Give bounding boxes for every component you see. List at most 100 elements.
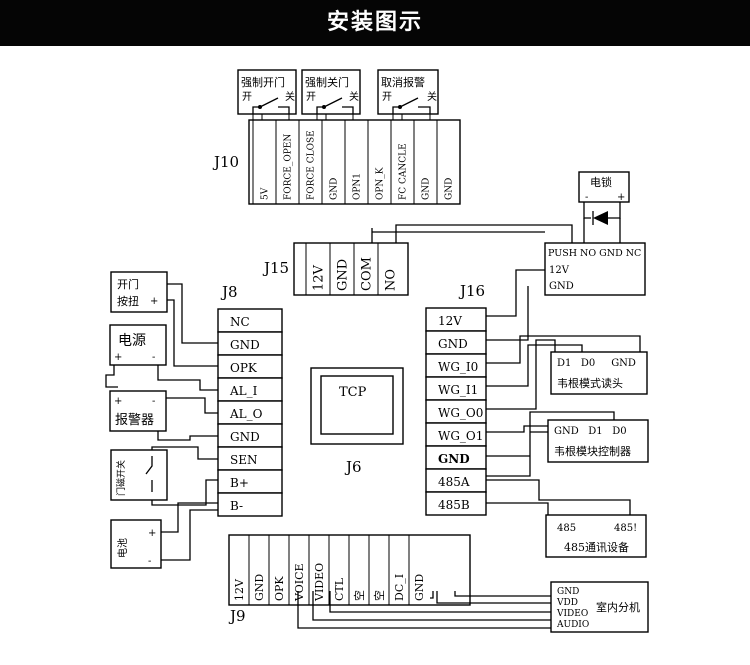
exit-button-box: [110, 271, 168, 313]
j10-pin: OPN_K: [376, 167, 386, 200]
j16-to-lock-wires: [486, 269, 545, 341]
j15-label: J15: [262, 259, 289, 277]
j16-pin: WG_O1: [438, 429, 483, 443]
lock-box: [578, 171, 630, 203]
power-box: [109, 324, 167, 366]
j9-pin: 空: [352, 590, 366, 601]
j10-pin: FORCE CLOSE: [307, 130, 317, 200]
right-devices-wires: [486, 335, 641, 515]
indoor-label: 室内分机: [596, 600, 640, 614]
j16-pin: 12V: [438, 314, 462, 328]
j16-pin: 485A: [438, 475, 470, 489]
j10-label: J10: [212, 153, 239, 171]
indoor-gnd: GND: [557, 587, 579, 597]
diode-icon: [593, 211, 608, 225]
switch-force-open-right: 关: [285, 90, 295, 103]
j16-pin: WG_I1: [438, 383, 478, 397]
switch-cancel-alarm-left: 开: [382, 92, 392, 103]
j8-pin: B-: [230, 499, 243, 513]
switch-force-open-label: 强制开门: [241, 75, 285, 89]
exit-button-line2: 按扭: [117, 294, 139, 308]
battery-plus: +: [148, 528, 156, 539]
tcp-label: TCP: [339, 385, 367, 400]
battery-label: 电池: [116, 538, 129, 558]
j15-pin: 12V: [312, 264, 327, 291]
tcp-inner: [320, 375, 394, 435]
j15-connector: [293, 242, 409, 296]
j15-to-lock-wires: [371, 224, 573, 243]
j10-pin: 5V: [261, 187, 271, 200]
switch-cancel-alarm: 取消报警 开 关: [377, 69, 439, 115]
switch-cancel-alarm-label: 取消报警: [381, 75, 425, 89]
rs485-b: 485!: [614, 523, 637, 534]
switch-force-open: 强制开门 开 关: [237, 69, 297, 115]
j16-pin: WG_I0: [438, 360, 478, 374]
power-plus: +: [114, 352, 122, 363]
door-sensor-label: 门磁开关: [115, 460, 127, 496]
alarm-label: 报警器: [115, 412, 154, 428]
j8-cell: [217, 469, 283, 494]
j9-pin: VIDEO: [313, 563, 326, 602]
left-devices-wires: [105, 283, 218, 561]
left-devices: 开门 按扭 + 电源 + - + - 报警器 门磁开关 电池 + -: [105, 271, 218, 569]
switch-force-close-pivot-icon: [322, 105, 326, 109]
j8-cell: [217, 308, 283, 333]
j8-pin: NC: [230, 315, 250, 329]
j8-label: J8: [220, 283, 238, 301]
j10-pin: FORCE_OPEN: [284, 134, 294, 200]
switch-force-open-contact-icon: [252, 97, 290, 114]
j9-pin: CTL: [333, 577, 346, 601]
exit-button-line1: 开门: [117, 277, 139, 291]
indoor-vdd: VDD: [556, 598, 578, 608]
battery-box: [110, 519, 162, 569]
j10-pin: GND: [445, 178, 455, 200]
right-devices: D1 D0 GND 韦根模式读头 GND D1 D0 韦根模块控制器 485 4…: [297, 335, 649, 633]
j8-cell: [217, 492, 283, 517]
j8-pin: GND: [230, 430, 260, 444]
j15-pin: COM: [360, 257, 375, 291]
reader-box: [550, 351, 648, 395]
j8-pin: OPK: [230, 361, 258, 375]
lock-to-terminal: [583, 218, 621, 243]
j9-pin: VOICE: [293, 563, 306, 602]
j16-pin: GND: [438, 452, 470, 466]
switch-force-close: 强制关门 开 关: [301, 69, 361, 115]
j9-to-indoor-wires: [297, 591, 551, 629]
controller-label: 韦根模块控制器: [554, 444, 631, 458]
j9-pin: GND: [413, 574, 426, 601]
j6-label: J6: [344, 458, 362, 476]
j10-pin: GND: [422, 178, 432, 200]
switch-force-close-left: 开: [306, 92, 316, 103]
lock-terminal-12v: 12V: [549, 265, 570, 276]
center-module: TCP J6: [310, 367, 404, 476]
j9-label: J9: [228, 607, 246, 625]
j8-pin: GND: [230, 338, 260, 352]
lock-plus: +: [617, 192, 625, 203]
reader-label: 韦根模式读头: [557, 376, 623, 390]
alarm-box: [109, 390, 167, 432]
lock-terminal: [544, 242, 646, 296]
lock-minus: -: [585, 192, 588, 203]
battery-minus: -: [148, 556, 151, 567]
j10-pin: FC CANCLE: [399, 143, 409, 200]
power-minus: -: [152, 352, 155, 363]
door-sensor-switch-icon: [145, 456, 153, 492]
switch-force-close-contact-icon: [316, 97, 354, 114]
j10-connector: [248, 119, 461, 205]
page-header: 安装图示: [0, 0, 750, 46]
rs485-a: 485: [557, 523, 576, 534]
door-sensor-box: [110, 449, 168, 501]
j9-pin: DC_I: [393, 574, 406, 601]
switch-leads: [252, 114, 431, 120]
switch-cancel-alarm-right: 关: [427, 90, 437, 103]
